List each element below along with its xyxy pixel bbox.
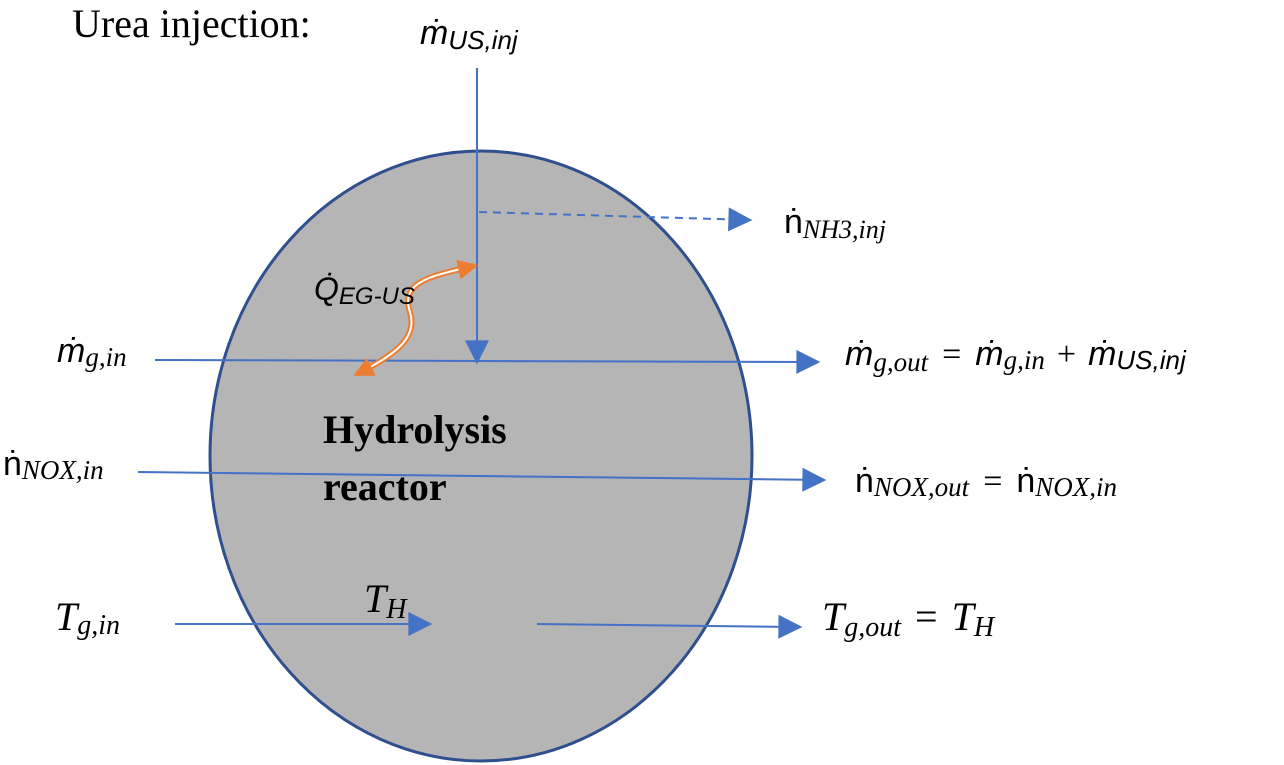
urea-injection-label: Urea injection:	[72, 1, 311, 46]
reactor-name-line2: reactor	[323, 464, 447, 509]
reactor-vessel	[208, 149, 754, 763]
temperature-out-arrow	[536, 614, 803, 639]
us-inj-subscript: US,inj	[1116, 345, 1187, 375]
qdot-symbol: Q̇	[314, 271, 339, 307]
g-out-subscript: g,out	[844, 612, 902, 643]
g-in-subscript: g,in	[1004, 345, 1045, 375]
reactor-name-line1: Hydrolysis	[323, 407, 507, 452]
mdot-g-in-label: ṁg,in	[57, 332, 127, 372]
nox-out-subscript: NOX,out	[873, 472, 971, 502]
t-symbol: T	[822, 594, 847, 639]
ndot-nox-in-label: ṅNOX,in	[3, 445, 104, 485]
ndot-symbol: ṅ	[855, 462, 874, 500]
h-subscript: H	[385, 594, 408, 625]
equals-sign: =	[915, 594, 938, 639]
g-in-subscript: g,in	[85, 342, 126, 372]
g-out-subscript: g,out	[873, 347, 929, 377]
h-subscript: H	[973, 612, 996, 643]
ndot-nox-out-equation: ṅNOX,out=ṅNOX,in	[855, 462, 1117, 502]
ndot-symbol: ṅ	[3, 445, 22, 483]
nh3-injection-arrow	[478, 207, 753, 232]
us-inj-subscript: US,inj	[448, 25, 519, 55]
mdot-us-inj-label: ṁUS,inj	[420, 14, 519, 55]
nox-in-subscript: NOX,in	[1034, 472, 1117, 502]
equals-sign: =	[942, 336, 961, 373]
t-symbol: T	[55, 594, 80, 639]
mdot-symbol: ṁ	[845, 335, 873, 373]
g-in-subscript: g,in	[77, 610, 120, 641]
mdot-symbol: ṁ	[975, 335, 1003, 373]
mdot-symbol: ṁ	[57, 332, 85, 370]
gas-mass-flow-arrow	[154, 349, 821, 374]
nox-flow-arrow	[137, 467, 827, 492]
ndot-nh3-inj-label: ṅNH3,inj	[784, 203, 886, 244]
nh3-inj-subscript: NH3,inj	[802, 215, 886, 244]
qdot-eg-us-label: Q̇EG-US	[314, 271, 415, 310]
mdot-g-out-equation: ṁg,out=ṁg,in+ṁUS,inj	[845, 335, 1187, 377]
reactor-temperature-label: TH	[364, 576, 408, 625]
plus-sign: +	[1057, 336, 1076, 373]
mdot-symbol: ṁ	[420, 14, 448, 52]
eg-us-subscript: EG-US	[339, 283, 415, 310]
t-symbol: T	[364, 576, 389, 621]
t-g-out-equation: Tg,out=TH	[822, 594, 996, 643]
equals-sign: =	[983, 463, 1002, 500]
mdot-symbol: ṁ	[1088, 335, 1116, 373]
ndot-symbol: ṅ	[784, 203, 803, 241]
t-symbol: T	[952, 594, 977, 639]
heat-transfer-arrow	[353, 259, 478, 377]
t-g-in-label: Tg,in	[55, 594, 120, 641]
nox-in-subscript: NOX,in	[21, 455, 104, 485]
ndot-symbol: ṅ	[1016, 462, 1035, 500]
